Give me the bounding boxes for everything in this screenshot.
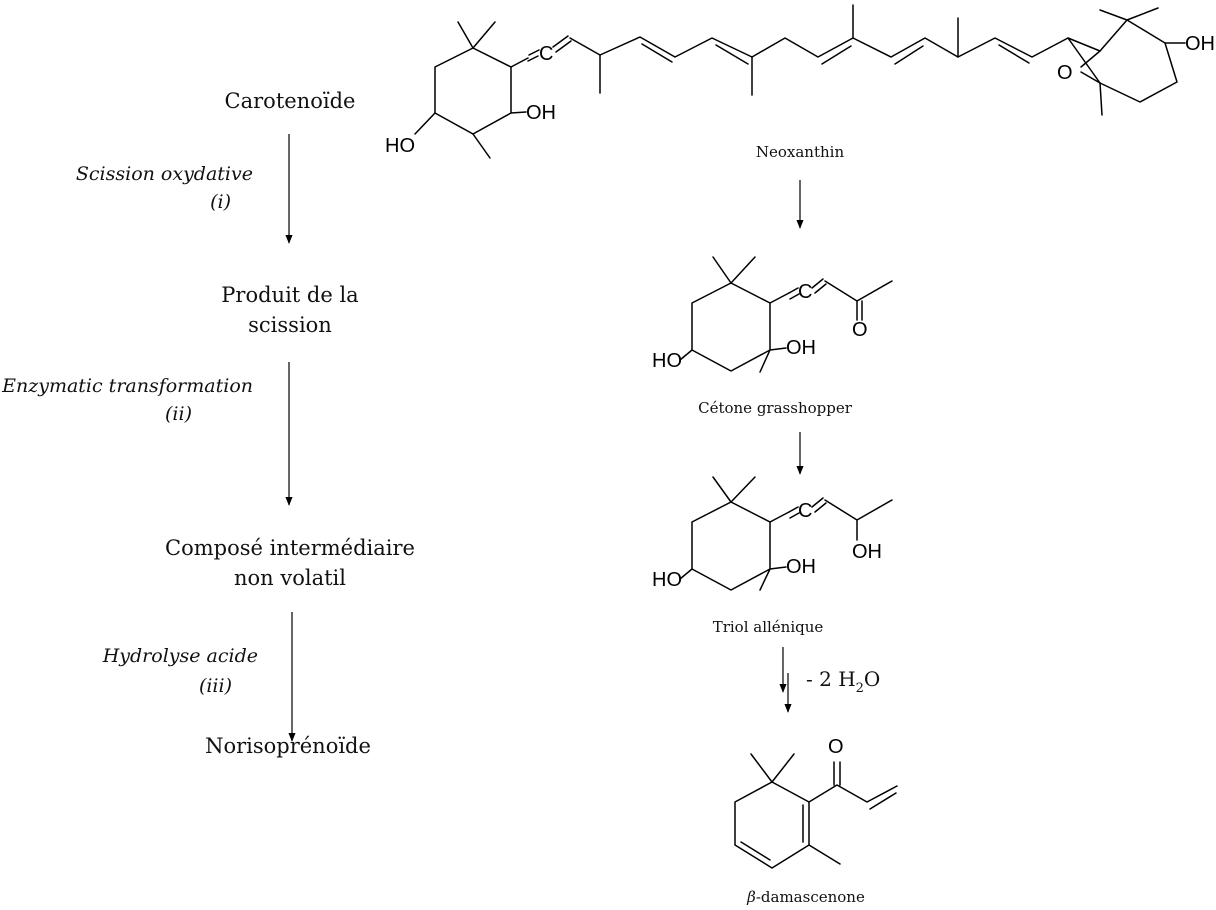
allenic-triol-structure: C OH OH HO Triol allénique [652,476,893,636]
triol-side-chain [824,499,893,541]
step-compose-line2: non volatil [234,566,346,590]
triol-ring-substituents [679,476,790,591]
neoxanthin-ho-left: HO [385,135,415,157]
step-produit-line2: scission [248,313,332,337]
grasshopper-ketone-chain [824,280,893,321]
triol-allene-carbon: C [798,500,812,522]
neoxanthin-chain-methyls [599,4,959,96]
neoxanthin-left-ring [434,47,512,135]
step-produit-line1: Produit de la [221,283,358,307]
condition-1-number: (i) [210,191,231,213]
damascenone-ring-substituents [750,753,841,865]
grasshopper-ketone-o: O [852,319,868,341]
neoxanthin-right-ring-substituents [1099,7,1186,116]
grasshopper-oh: OH [786,337,816,359]
damascenone-enone-chain [808,761,898,810]
neoxanthin-left-ring-substituents [414,21,529,159]
neoxanthin-epoxide [1080,50,1101,84]
neoxanthin-epoxy-o: O [1057,62,1073,84]
damascenone-label: β-damascenone [746,888,865,906]
condition-3-name: Hydrolyse acide [102,645,258,667]
damascenone-ring-double-bonds [740,804,804,861]
neoxanthin-polyene-chain [569,36,1069,58]
damascenone-ring [734,781,810,869]
grasshopper-label: Cétone grasshopper [698,399,853,417]
triol-label: Triol allénique [713,618,824,636]
step-norisoprenoide: Norisoprénoïde [205,734,371,758]
triol-ring [691,501,771,591]
triol-allene [788,497,827,519]
neoxanthin-allene-carbon: C [539,43,553,65]
triol-oh: OH [786,556,816,578]
beta-damascenone-structure: O β-damascenone [734,736,898,906]
neoxanthin-structure: OH HO C O OH Neoxanthin [385,4,1215,161]
grasshopper-ho: HO [652,350,682,372]
neoxanthin-chain-double-bonds [641,43,1030,65]
condition-2-name: Enzymatic transformation [1,375,253,397]
neoxanthin-label: Neoxanthin [756,143,845,161]
dehydration-reagent: - 2 H2O [806,667,880,696]
condition-2-number: (ii) [165,403,192,425]
step-compose-line1: Composé intermédiaire [165,536,415,560]
neoxanthin-oh-right: OH [526,102,556,124]
neoxanthin-right-ring [1067,19,1178,103]
triol-side-oh: OH [852,541,882,563]
general-pathway: Carotenoïde Scission oxydative (i) Produ… [1,89,415,758]
grasshopper-ring-substituents [679,256,790,373]
step-carotenoide: Carotenoïde [225,89,356,113]
condition-3-number: (iii) [199,675,232,697]
damascenone-o: O [828,736,844,758]
grasshopper-allene-carbon: C [798,281,812,303]
triol-ho: HO [652,569,682,591]
neoxanthin-oh-far-right: OH [1185,33,1215,55]
condition-1-name: Scission oxydative [76,163,253,185]
grasshopper-allene [788,278,827,300]
grasshopper-ketone-structure: C O OH HO Cétone grasshopper [652,256,893,417]
neoxanthin-allene [527,35,572,62]
grasshopper-ring [691,282,771,372]
